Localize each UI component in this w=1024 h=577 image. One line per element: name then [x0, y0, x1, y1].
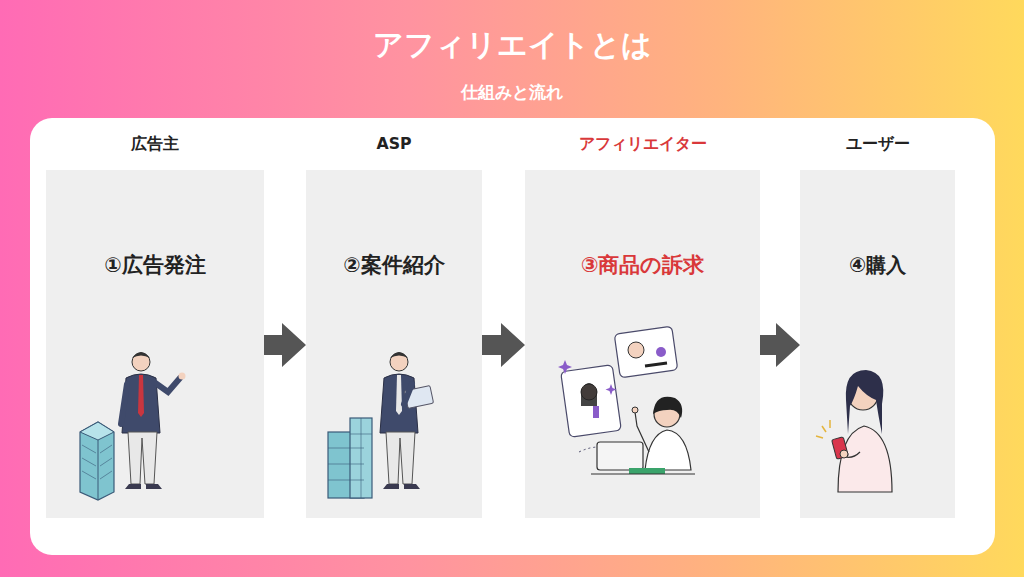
flow-box: 広告主①広告発注	[46, 170, 264, 518]
column-heading: 広告主	[46, 132, 264, 156]
flow-arrow	[482, 323, 525, 367]
step-text: ③商品の訴求	[525, 250, 760, 280]
asp-illustration	[306, 170, 458, 518]
flow-box: アフィリエイター③商品の訴求	[525, 170, 760, 518]
subtitle: 仕組みと流れ	[0, 80, 1024, 104]
flow-arrow	[264, 323, 306, 367]
affiliater-illustration	[525, 170, 736, 518]
column-heading: ユーザー	[800, 132, 955, 156]
column-heading: ASP	[306, 132, 482, 156]
diagram-title: アフィリエイトとは	[0, 24, 1024, 66]
step-text: ①広告発注	[46, 250, 264, 280]
column-heading: アフィリエイター	[525, 132, 760, 156]
user-illustration	[800, 170, 931, 518]
step-text: ④購入	[800, 250, 955, 280]
flow-box: ASP②案件紹介	[306, 170, 482, 518]
advertiser-illustration	[46, 170, 240, 518]
flow-arrow	[760, 323, 800, 367]
flow-box: ユーザー④購入	[800, 170, 955, 518]
step-text: ②案件紹介	[306, 250, 482, 280]
